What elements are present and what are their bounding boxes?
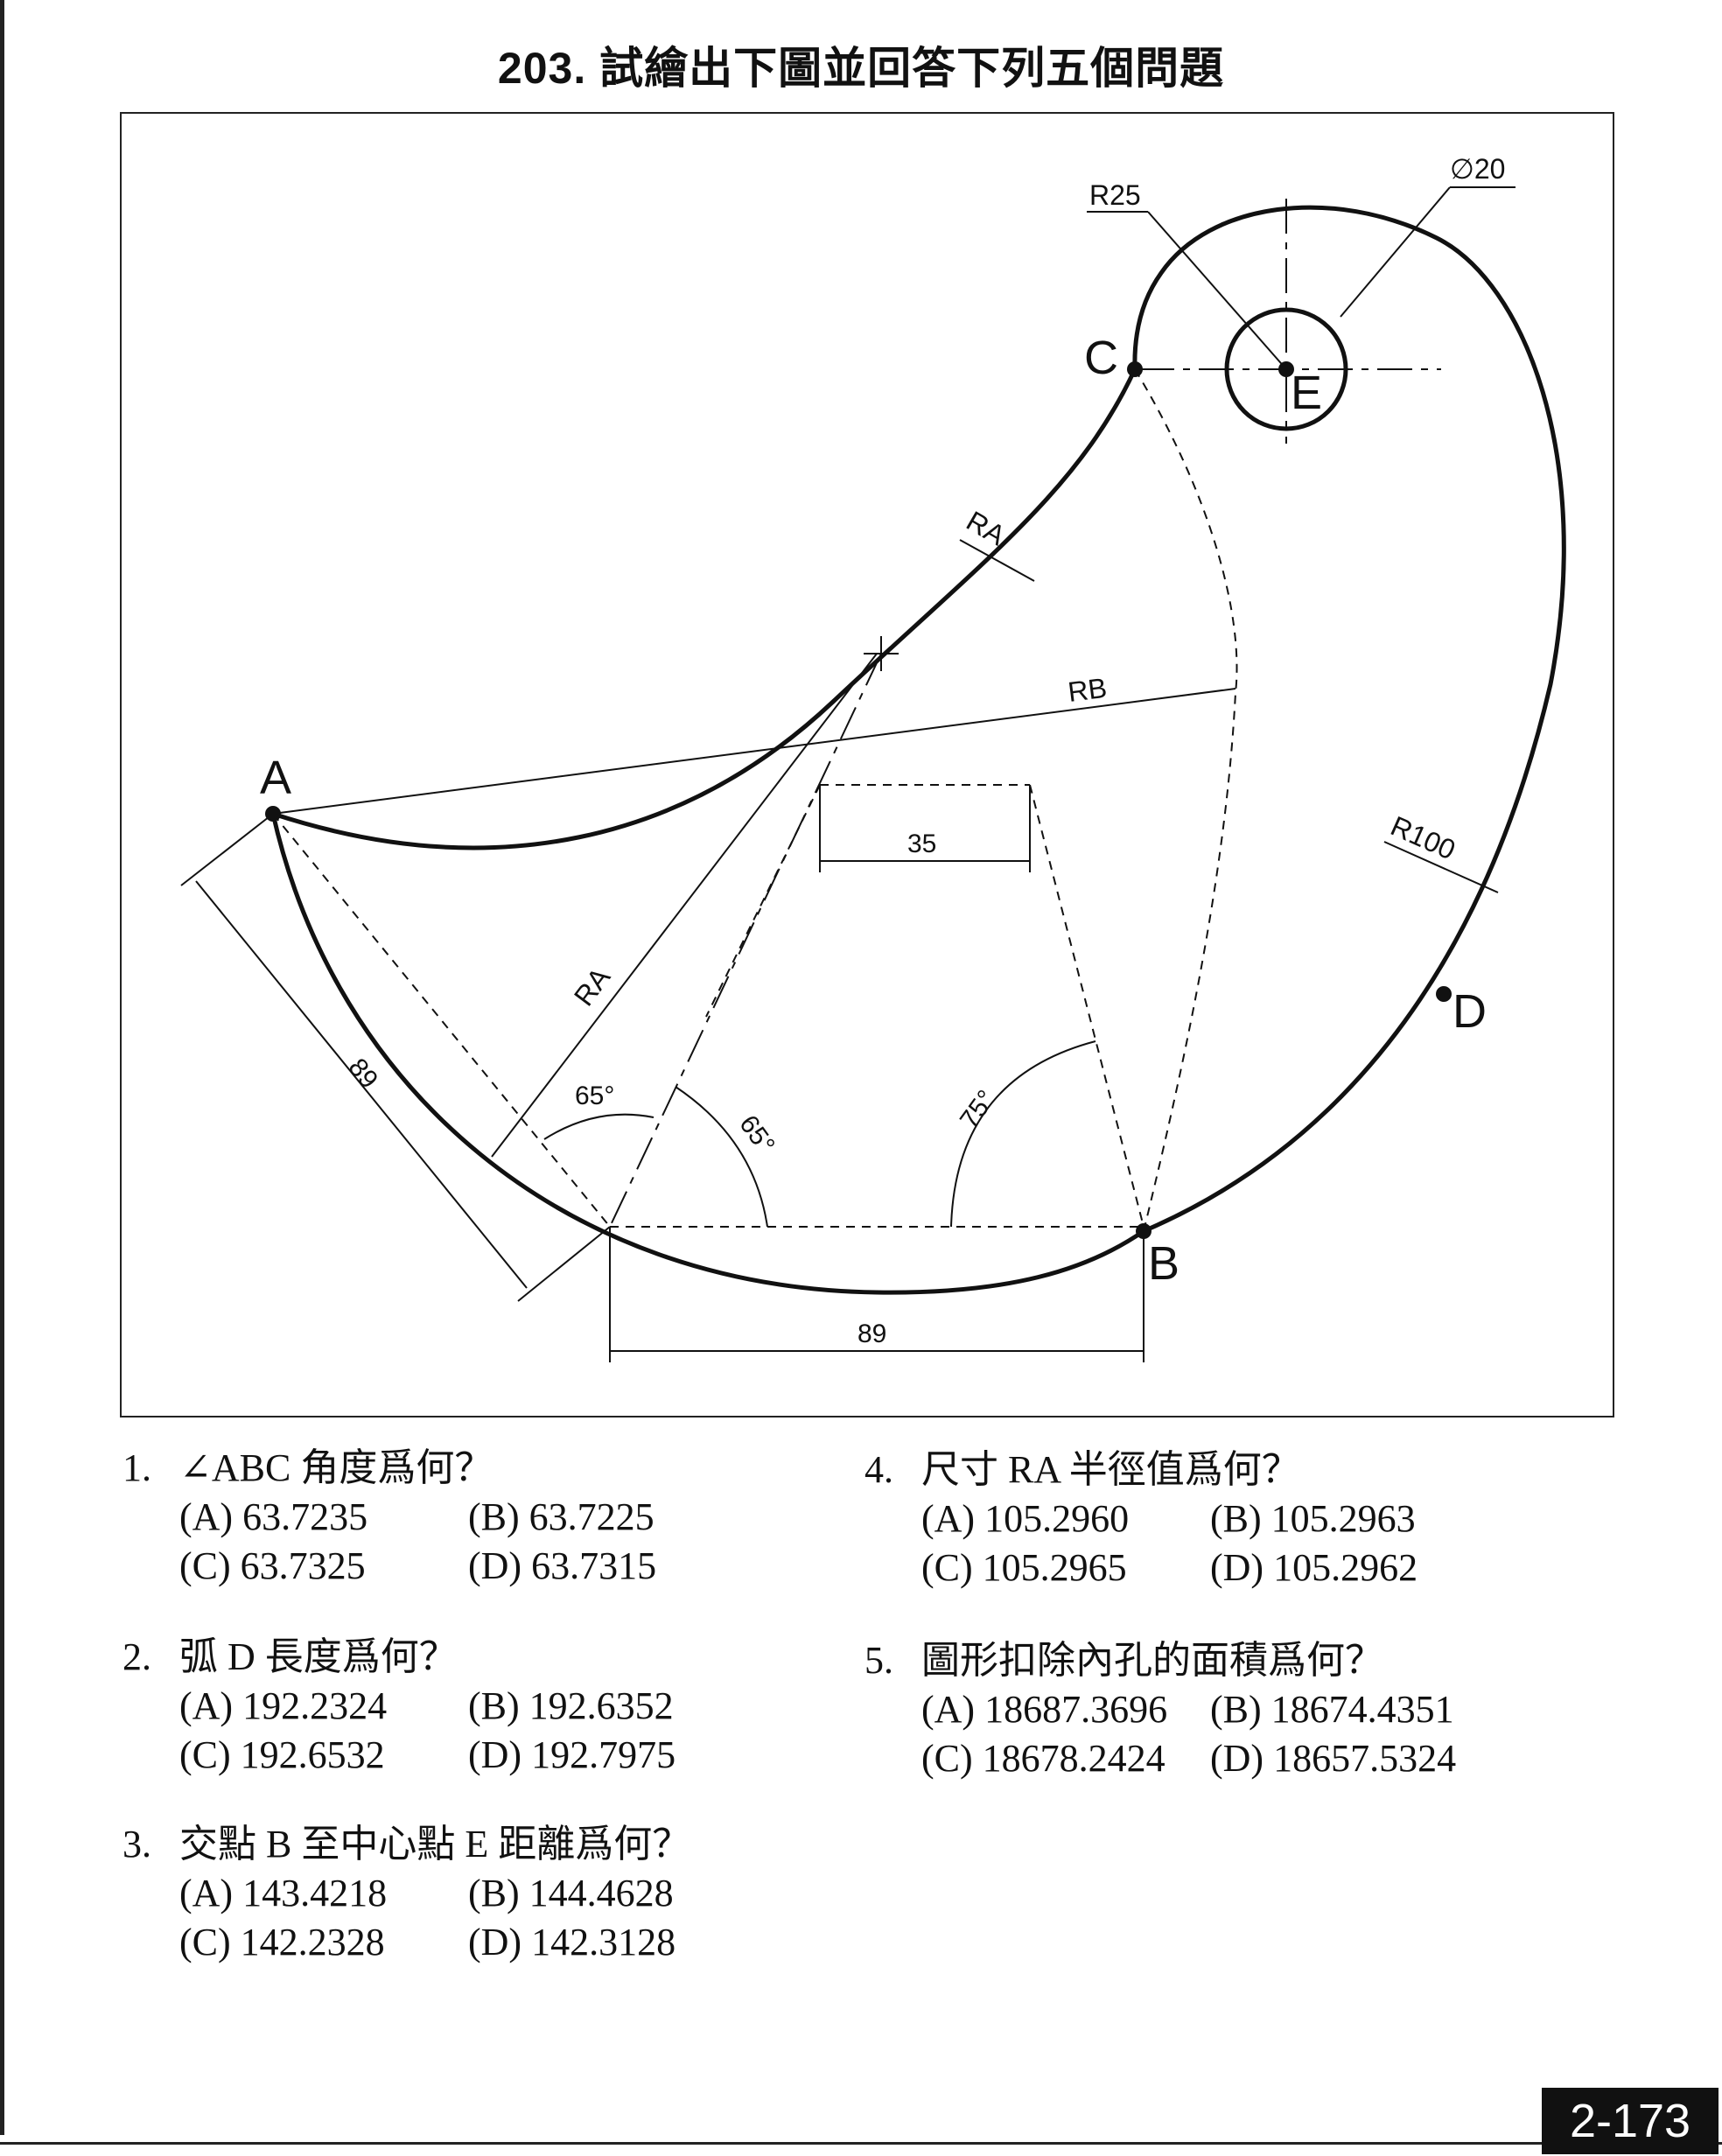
point-b-label: B <box>1148 1237 1180 1290</box>
question-3: 3. 交點 B 至中心點 E 距離爲何？ (A) 143.4218 (B) 144… <box>122 1820 757 1967</box>
question-4-option-d: (D) 105.2962 <box>1210 1546 1418 1589</box>
dim-89s-ext-a <box>180 813 274 886</box>
dim-r100-label: R100 <box>1386 810 1460 866</box>
question-1-option-d: (D) 63.7315 <box>468 1544 657 1587</box>
dim-dia20-label: ∅20 <box>1450 153 1505 185</box>
dim-35-label: 35 <box>907 830 936 858</box>
line-75-slant <box>1029 784 1144 1228</box>
angle-arc-65-right <box>675 1086 768 1228</box>
line-a-to-rb <box>272 688 1236 815</box>
question-2-option-c: (C) 192.6532 <box>179 1733 385 1776</box>
question-4-text: 尺寸 RA 半徑值爲何？ <box>921 1448 1300 1491</box>
angle-75-label: 75° <box>955 1085 1001 1134</box>
question-3-number: 3. <box>122 1823 151 1866</box>
point-c-dot <box>1127 361 1143 377</box>
line-ra-radius <box>491 653 878 1158</box>
dim-rb-label: RB <box>1066 672 1109 708</box>
point-a-label: A <box>260 752 291 804</box>
line-a-to-bottom <box>272 813 611 1228</box>
dim-89s-line <box>195 880 528 1289</box>
angle-arc-65-left <box>543 1113 654 1140</box>
angle-65-left-label: 65° <box>575 1082 614 1110</box>
question-1: 1. ∠ABC 角度爲何？ (A) 63.7235 (B) 63.7225 (C)… <box>122 1444 757 1591</box>
leader-dia20 <box>1340 186 1451 318</box>
problem-title: 203. 試繪出下圖並回答下列五個問題 <box>497 44 1225 93</box>
leader-r100 <box>1383 841 1499 893</box>
point-b-dot <box>1136 1223 1152 1239</box>
line-35-to-bottom <box>705 784 821 1018</box>
technical-drawing: A B C D E R25 ∅20 RA RB R100 RA 35 89 89… <box>180 153 1566 1362</box>
question-5-option-c: (C) 18678.2424 <box>921 1737 1166 1780</box>
dim-r25-label: R25 <box>1089 179 1141 211</box>
dim-89s-ext-b <box>517 1226 611 1302</box>
question-4-option-b: (B) 105.2963 <box>1210 1497 1416 1540</box>
question-2-text: 弧 D 長度爲何？ <box>179 1635 458 1678</box>
question-1-option-b: (B) 63.7225 <box>468 1495 654 1538</box>
question-1-option-c: (C) 63.7325 <box>179 1544 366 1587</box>
question-5-number: 5. <box>864 1639 893 1682</box>
question-5-text: 圖形扣除內孔的面積爲何？ <box>921 1639 1383 1682</box>
question-5-option-a: (A) 18687.3696 <box>921 1688 1168 1731</box>
point-e-dot <box>1278 361 1294 377</box>
point-d-dot <box>1436 986 1452 1002</box>
leader-r25-radial <box>1147 211 1287 370</box>
question-4-number: 4. <box>864 1448 893 1491</box>
question-3-option-c: (C) 142.2328 <box>179 1921 385 1964</box>
point-a-dot <box>265 806 281 822</box>
construction-arc-rb <box>1134 368 1238 1232</box>
question-4-option-a: (A) 105.2960 <box>921 1497 1130 1540</box>
leader-ra-upper <box>959 539 1035 582</box>
question-1-number: 1. <box>122 1446 151 1489</box>
question-4-option-c: (C) 105.2965 <box>921 1546 1127 1589</box>
line-construct-center <box>609 653 882 1228</box>
question-1-text: ∠ABC 角度爲何？ <box>179 1446 494 1489</box>
question-2-option-b: (B) 192.6352 <box>468 1684 674 1727</box>
question-3-option-a: (A) 143.4218 <box>179 1872 388 1914</box>
point-e-label: E <box>1291 367 1322 419</box>
arc-a-to-c <box>272 368 1138 850</box>
bottom-margin-rule <box>0 2142 1722 2145</box>
point-c-label: C <box>1084 332 1118 384</box>
angle-arc-75 <box>950 1040 1096 1228</box>
question-5-option-b: (B) 18674.4351 <box>1210 1688 1454 1731</box>
dim-89-bottom-label: 89 <box>858 1320 886 1348</box>
question-2-number: 2. <box>122 1635 151 1678</box>
left-margin-rule <box>0 0 4 2135</box>
question-2-option-a: (A) 192.2324 <box>179 1684 388 1727</box>
dim-89-slant-label: 89 <box>343 1054 384 1095</box>
arc-b-to-top <box>1132 205 1566 1234</box>
arc-a-to-b <box>270 813 1145 1295</box>
drawing-figure: A B C D E R25 ∅20 RA RB R100 RA 35 89 89… <box>120 112 1614 1418</box>
question-5: 5. 圖形扣除內孔的面積爲何？ (A) 18687.3696 (B) 18674.… <box>864 1636 1499 1783</box>
question-3-text: 交點 B 至中心點 E 距離爲何？ <box>179 1823 691 1866</box>
question-5-option-d: (D) 18657.5324 <box>1210 1737 1457 1780</box>
question-2-option-d: (D) 192.7975 <box>468 1733 676 1776</box>
page-number-badge: 2-173 <box>1542 2088 1718 2154</box>
question-3-option-d: (D) 142.3128 <box>468 1921 676 1964</box>
question-3-option-b: (B) 144.4628 <box>468 1872 674 1914</box>
question-1-option-a: (A) 63.7235 <box>179 1495 368 1538</box>
question-2: 2. 弧 D 長度爲何？ (A) 192.2324 (B) 192.6352 (C… <box>122 1633 757 1780</box>
question-4: 4. 尺寸 RA 半徑值爲何？ (A) 105.2960 (B) 105.2963… <box>864 1446 1499 1592</box>
point-d-label: D <box>1452 985 1487 1038</box>
